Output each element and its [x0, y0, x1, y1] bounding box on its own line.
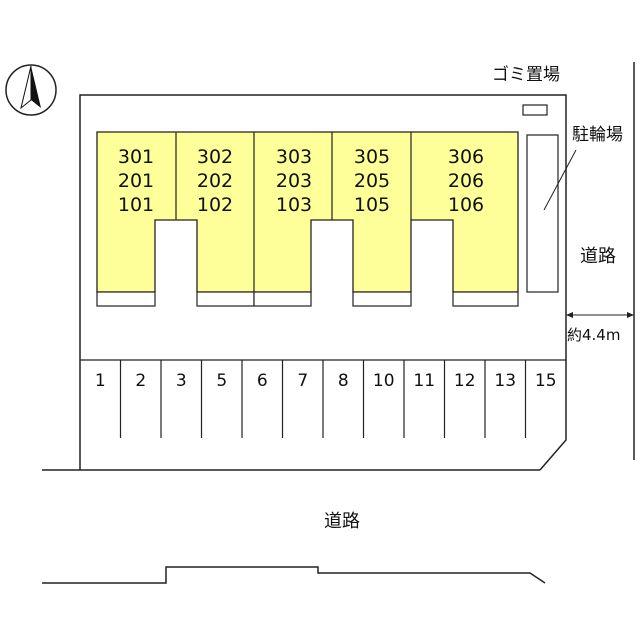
parking-space-number: 12 [454, 371, 476, 391]
unit-number: 301 [118, 146, 154, 168]
unit-number: 303 [276, 146, 312, 168]
garbage-area: ゴミ置場 [492, 64, 560, 116]
garbage-label: ゴミ置場 [492, 64, 560, 85]
building-steps [96, 291, 519, 307]
parking-space-number: 1 [95, 371, 106, 391]
road-east-label: 道路 [580, 246, 616, 267]
unit-number: 302 [197, 146, 233, 168]
parking-space-number: 13 [494, 371, 516, 391]
unit-number: 202 [197, 170, 233, 192]
parking-space-number: 15 [535, 371, 557, 391]
unit-number: 101 [118, 194, 154, 216]
road-width-label: 約4.4m [567, 326, 620, 344]
north-arrow-icon [5, 64, 57, 116]
bicycle-label: 駐輪場 [572, 125, 623, 145]
unit-number: 305 [354, 146, 390, 168]
unit-number: 105 [354, 194, 390, 216]
unit-number: 206 [448, 170, 484, 192]
unit-number: 103 [276, 194, 312, 216]
bicycle-parking: 駐輪場 [526, 125, 623, 293]
unit-number: 203 [276, 170, 312, 192]
parking-space-number: 5 [216, 371, 227, 391]
parking-space-number: 11 [413, 371, 435, 391]
parking-space-number: 6 [257, 371, 268, 391]
unit-number: 306 [448, 146, 484, 168]
unit-number: 102 [197, 194, 233, 216]
parking-space-number: 10 [373, 371, 395, 391]
unit-number: 201 [118, 170, 154, 192]
parking-space-number: 7 [297, 371, 308, 391]
south-road-line [42, 566, 546, 584]
site-boundary [42, 94, 567, 471]
unit-number: 205 [354, 170, 390, 192]
road-width-dimension: 約4.4m [566, 312, 634, 344]
unit-number: 106 [448, 194, 484, 216]
road-south-label: 道路 [324, 511, 360, 532]
parking-space-number: 8 [338, 371, 349, 391]
parking-space-number: 3 [176, 371, 187, 391]
parking-space-number: 2 [135, 371, 146, 391]
